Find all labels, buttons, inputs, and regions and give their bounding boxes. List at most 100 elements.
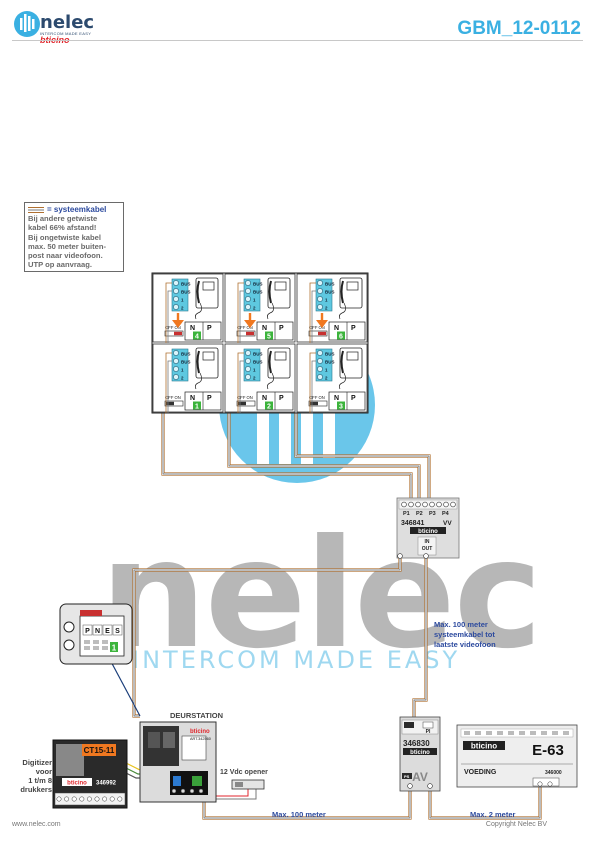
terminal-screw-icon bbox=[171, 788, 177, 794]
cable-dist-av bbox=[412, 557, 428, 717]
terminal-label: BUS bbox=[325, 360, 335, 365]
cell-wire bbox=[311, 360, 316, 413]
terminal-screw-icon bbox=[102, 796, 108, 802]
detail-letter-cell bbox=[102, 624, 113, 636]
handset-icon bbox=[340, 350, 344, 374]
terminal-screw-icon bbox=[173, 350, 179, 356]
cable-door-dist bbox=[132, 557, 402, 718]
digitizer-label: Digitizer voor 1 t/m 8 drukkers bbox=[14, 758, 52, 794]
logo-text: nelec bbox=[40, 12, 95, 33]
power-terminal bbox=[541, 731, 547, 735]
terminal-label: BUS bbox=[325, 282, 335, 287]
arrow-down-icon bbox=[172, 320, 184, 328]
terminal-screw-icon bbox=[317, 358, 323, 364]
digitizer-brand-bar bbox=[62, 778, 92, 786]
door-station-label: DEURSTATION bbox=[170, 711, 224, 720]
handset-cord-icon bbox=[266, 302, 274, 320]
terminal-screw-icon bbox=[245, 358, 251, 364]
switch-knob bbox=[166, 401, 174, 406]
terminal-screw-icon bbox=[429, 501, 435, 508]
handset-icon bbox=[268, 350, 272, 374]
av-ps-label: PS bbox=[404, 774, 410, 779]
digitizer-label-line: Digitizer bbox=[22, 758, 52, 767]
terminal-screw-icon bbox=[94, 796, 100, 802]
terminal-screw-icon bbox=[317, 304, 323, 310]
distributor-model: 346841 bbox=[401, 520, 424, 527]
np-label-p: P bbox=[279, 395, 284, 402]
switch-knob bbox=[174, 331, 182, 336]
detail-letter-cell bbox=[82, 624, 93, 636]
terminal-screw-icon bbox=[173, 296, 179, 302]
switch-label: OFF ON bbox=[237, 395, 253, 400]
power-brand: bticino bbox=[471, 742, 497, 751]
monitor-number-badge bbox=[193, 401, 201, 410]
switch-knob bbox=[238, 401, 246, 406]
terminal-screw-icon bbox=[245, 280, 251, 286]
monitor-number: 4 bbox=[195, 334, 199, 341]
power-label: VOEDING bbox=[464, 769, 497, 776]
terminal-label: BUS bbox=[253, 360, 263, 365]
switch-knob bbox=[310, 401, 318, 406]
np-label-n: N bbox=[190, 325, 195, 332]
terminal-screw-icon bbox=[245, 304, 251, 310]
digitizer-badge-text: CT15-11 bbox=[84, 746, 115, 755]
power-model: E-63 bbox=[532, 742, 564, 759]
terminal-screw-icon bbox=[245, 374, 251, 380]
terminal-block bbox=[171, 348, 189, 382]
terminal-label: 1 bbox=[253, 298, 256, 303]
detail-dip bbox=[84, 640, 90, 644]
terminal-label: 1 bbox=[181, 298, 184, 303]
av-pi-label: PI bbox=[426, 729, 431, 735]
distributor-brand: bticino bbox=[418, 529, 438, 535]
distributor-port-label: P2 bbox=[416, 511, 423, 517]
digitizer-label-line: 1 t/m 8 bbox=[28, 776, 52, 785]
handset-cord-icon bbox=[194, 302, 202, 320]
digitizer-label-line: voor bbox=[35, 767, 52, 776]
arrow-down-icon bbox=[244, 320, 256, 328]
terminal-screw-icon bbox=[317, 288, 323, 294]
detail-pointer-line bbox=[107, 655, 141, 717]
terminal-label: BUS bbox=[181, 282, 191, 287]
handset-cord-icon bbox=[338, 372, 346, 390]
monitor-number-badge bbox=[265, 331, 273, 340]
av-brand: bticino bbox=[410, 750, 430, 756]
terminal-screw-icon bbox=[537, 781, 543, 787]
terminal-screw-icon bbox=[86, 796, 92, 802]
distributor-terminals bbox=[398, 499, 458, 510]
terminal-label: 2 bbox=[253, 306, 256, 311]
terminal-screw-icon bbox=[173, 358, 179, 364]
monitor-screen bbox=[202, 351, 215, 361]
terminal-screw-icon bbox=[180, 788, 186, 794]
monitor-number-badge bbox=[337, 331, 345, 340]
detail-letter: P bbox=[85, 628, 90, 635]
detail-letter: E bbox=[105, 628, 110, 635]
cell-wire bbox=[165, 352, 172, 413]
switch-knob bbox=[318, 331, 326, 336]
monitor-number-badge bbox=[265, 401, 273, 410]
door-station-brand: bticino bbox=[190, 729, 210, 735]
cable-dist-av-gap bbox=[413, 557, 427, 717]
door-station-green-terminal bbox=[192, 776, 202, 786]
terminal-screw-icon bbox=[71, 796, 77, 802]
terminal-label: BUS bbox=[181, 290, 191, 295]
terminal-label: BUS bbox=[181, 352, 191, 357]
opener-bolt-icon bbox=[235, 782, 243, 787]
detail-letter-cell bbox=[112, 624, 123, 636]
av-model: 346830 bbox=[403, 739, 430, 748]
detail-red-strip bbox=[80, 610, 102, 616]
cable-av-power-core bbox=[429, 786, 541, 819]
doc-title: GBM_12-0112 bbox=[457, 18, 581, 39]
np-label-n: N bbox=[190, 395, 195, 402]
door-station-blue-terminal bbox=[173, 776, 181, 786]
power-terminal bbox=[530, 731, 536, 735]
legend-line: Bij ongetwiste kabel bbox=[28, 232, 102, 242]
handset-icon bbox=[340, 280, 344, 304]
arrow-down-icon bbox=[316, 320, 328, 328]
distributor-suffix: VV bbox=[443, 520, 452, 527]
adjust-knob-icon bbox=[63, 621, 75, 633]
av-brand-bar bbox=[403, 748, 437, 755]
